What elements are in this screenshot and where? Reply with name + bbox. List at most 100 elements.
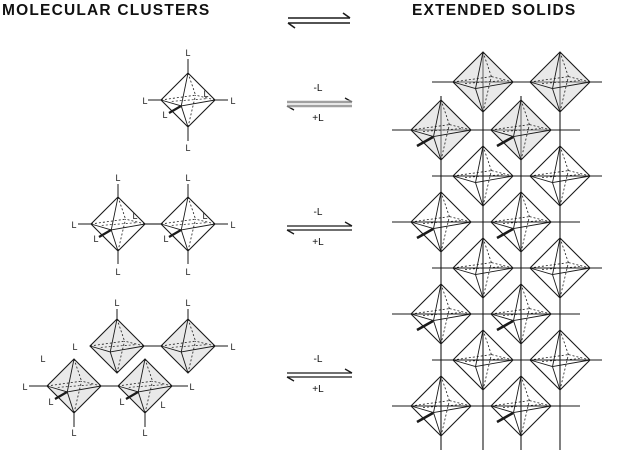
- cluster-edge: [490, 405, 514, 414]
- cluster-edge: [410, 405, 434, 414]
- ligand-label: L: [142, 96, 147, 106]
- cluster-axis: [128, 384, 164, 388]
- cluster-edge: [110, 229, 119, 252]
- cluster-edge: [109, 351, 118, 374]
- cluster-edge: [180, 318, 189, 353]
- ligand-label: L: [142, 428, 147, 438]
- front-bond: [496, 411, 514, 424]
- cluster-hidden-edge: [90, 218, 126, 225]
- cluster-edge: [475, 81, 514, 90]
- octahedral-cluster: [490, 191, 552, 253]
- cluster-edge: [452, 359, 476, 368]
- octahedral-cluster: [452, 51, 514, 113]
- cluster-edge: [181, 99, 216, 107]
- cluster-hidden-edge: [482, 329, 492, 355]
- cluster-hidden-edge: [490, 216, 530, 223]
- cluster-edge: [513, 313, 552, 322]
- ligand-label: L: [114, 298, 119, 308]
- cluster-edge: [452, 267, 476, 276]
- cluster-hidden-edge: [195, 218, 216, 225]
- cluster-edge: [552, 51, 561, 89]
- ligand-label: L: [71, 220, 76, 230]
- cluster-edge: [513, 320, 522, 345]
- octahedral-cluster: [529, 51, 591, 113]
- cluster-hidden-edge: [73, 381, 82, 414]
- cluster-hidden-edge: [452, 262, 492, 269]
- cluster-hidden-edge: [440, 375, 450, 401]
- cluster-hidden-edge: [559, 51, 569, 77]
- ligand-label: L: [72, 342, 77, 352]
- header-equilibrium-arrow: [287, 12, 351, 29]
- octahedral-cluster: [529, 237, 591, 299]
- octahedral-cluster: [490, 283, 552, 345]
- cluster-edge: [552, 81, 591, 90]
- cluster-edge: [433, 320, 442, 345]
- cluster-axis: [171, 222, 207, 226]
- cluster-edge: [552, 267, 591, 276]
- cluster-edge: [475, 274, 484, 299]
- cluster-axis: [502, 220, 543, 224]
- octahedral-cluster: [90, 196, 146, 252]
- cluster-edge: [110, 345, 145, 353]
- cluster-hidden-edge: [187, 95, 196, 128]
- cluster-hidden-edge: [520, 375, 530, 401]
- front-bond: [496, 135, 514, 148]
- cluster-edge: [180, 105, 189, 128]
- octahedral-cluster: [490, 375, 552, 437]
- front-bond: [125, 391, 139, 400]
- cluster-edge: [410, 129, 434, 138]
- cluster-edge: [452, 175, 476, 184]
- ligand-label: L: [163, 234, 168, 244]
- cluster-edge: [529, 267, 553, 276]
- cluster-shading: [411, 100, 471, 160]
- cluster-edge: [552, 175, 591, 184]
- cluster-edge: [513, 228, 522, 253]
- cluster-edge: [433, 228, 442, 253]
- cluster-shading: [530, 52, 590, 112]
- cluster-axis: [464, 358, 505, 362]
- cluster-edge: [89, 345, 111, 353]
- cluster-edge: [46, 385, 68, 393]
- cluster-axis: [541, 80, 582, 84]
- ligand-label: L: [185, 267, 190, 277]
- cluster-hidden-edge: [125, 218, 146, 225]
- cluster-axis: [464, 80, 505, 84]
- cluster-edge: [475, 366, 484, 391]
- cluster-axis: [171, 344, 207, 348]
- cluster-edge: [180, 351, 189, 374]
- cluster-edge: [433, 129, 472, 138]
- cluster-edge: [513, 405, 552, 414]
- cluster-edge: [433, 375, 442, 413]
- cluster-axis: [57, 384, 93, 388]
- cluster-edge: [475, 145, 484, 183]
- ligand-label: L: [185, 48, 190, 58]
- cluster-edge: [475, 175, 514, 184]
- cluster-hidden-edge: [160, 340, 196, 347]
- cluster-edge: [529, 175, 553, 184]
- cluster-edge: [513, 283, 522, 321]
- cluster-axis: [422, 128, 463, 132]
- plus-ligand-label: +L: [312, 237, 324, 248]
- ligand-label: L: [185, 143, 190, 153]
- cluster-hidden-edge: [529, 262, 569, 269]
- cluster-edge: [513, 99, 522, 137]
- cluster-edge: [180, 196, 189, 231]
- cluster-hidden-edge: [187, 219, 196, 252]
- cluster-edge: [433, 313, 472, 322]
- front-bond: [54, 391, 68, 400]
- forward-arrow-head: [344, 221, 353, 227]
- cluster-edge: [475, 51, 484, 89]
- cluster-hidden-edge: [410, 124, 450, 131]
- ligand-label: L: [162, 110, 167, 120]
- cluster-axis: [100, 344, 136, 348]
- cluster-hidden-edge: [440, 191, 450, 217]
- front-bond: [98, 229, 112, 238]
- cluster-edge: [433, 136, 442, 161]
- cluster-hidden-edge: [410, 216, 450, 223]
- cluster-axis: [422, 312, 463, 316]
- equilibrium-arrows: -L+L-L+L-L+L: [286, 83, 353, 395]
- cluster-edge: [475, 359, 514, 368]
- cluster-hidden-edge: [440, 99, 450, 125]
- cluster-hidden-edge: [490, 124, 530, 131]
- ligand-label: L: [22, 382, 27, 392]
